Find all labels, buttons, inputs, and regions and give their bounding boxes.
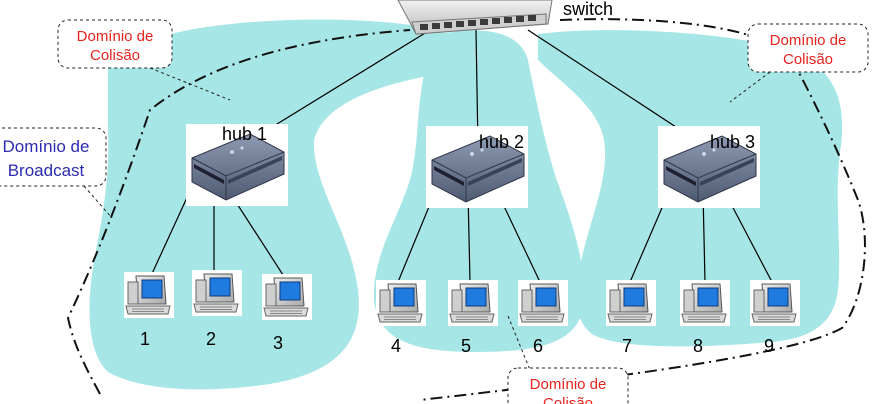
computer-4-label: 4 — [391, 336, 401, 356]
callout-broadcast-leader — [83, 185, 113, 219]
computer-2-label: 2 — [206, 329, 216, 349]
link-hub2-pc6 — [501, 201, 541, 283]
computer-7 — [605, 279, 657, 327]
computer-2 — [191, 269, 243, 317]
callout-collision-bottom-line1: Domínio de — [530, 376, 607, 393]
computer-5 — [447, 279, 499, 327]
switch-label: switch — [563, 0, 613, 19]
callout-broadcast-line2: Broadcast — [8, 161, 85, 180]
link-hub1-pc3 — [231, 195, 286, 279]
computer-6-label: 6 — [533, 336, 543, 356]
callout-right-leader — [729, 71, 771, 103]
switch-device — [397, 0, 553, 35]
callout-collision-right-line2: Colisão — [783, 51, 833, 68]
hub-2-label: hub 2 — [479, 132, 524, 152]
computer-4 — [375, 279, 427, 327]
computer-1-label: 1 — [140, 329, 150, 349]
computer-8 — [679, 279, 731, 327]
hub-1-label: hub 1 — [222, 124, 267, 144]
computer-3 — [261, 273, 313, 321]
computer-8-label: 8 — [693, 336, 703, 356]
computer-5-label: 5 — [461, 336, 471, 356]
callout-collision-right-line1: Domínio de — [770, 32, 847, 49]
callout-collision-left-line1: Domínio de — [77, 28, 154, 45]
computer-9-label: 9 — [764, 336, 774, 356]
callout-broadcast-box — [0, 127, 107, 187]
computer-6 — [517, 279, 569, 327]
callout-broadcast-line1: Domínio de — [3, 137, 90, 156]
computer-3-label: 3 — [273, 333, 283, 353]
callout-bottom-leader — [507, 315, 531, 371]
broadcast-domain-boundary — [66, 18, 866, 401]
computer-9 — [749, 279, 801, 327]
callout-collision-bottom-box — [507, 367, 629, 404]
callout-collision-bottom-line2: Colisão — [543, 395, 593, 404]
callout-collision-left-box — [57, 19, 173, 69]
callout-left-leader — [149, 67, 231, 101]
computer-1 — [123, 271, 175, 319]
link-hub3-pc9 — [729, 201, 773, 283]
callout-collision-left-line2: Colisão — [90, 47, 140, 64]
hub-3-label: hub 3 — [710, 132, 755, 152]
callout-collision-right-box — [747, 23, 869, 73]
computer-7-label: 7 — [622, 336, 632, 356]
